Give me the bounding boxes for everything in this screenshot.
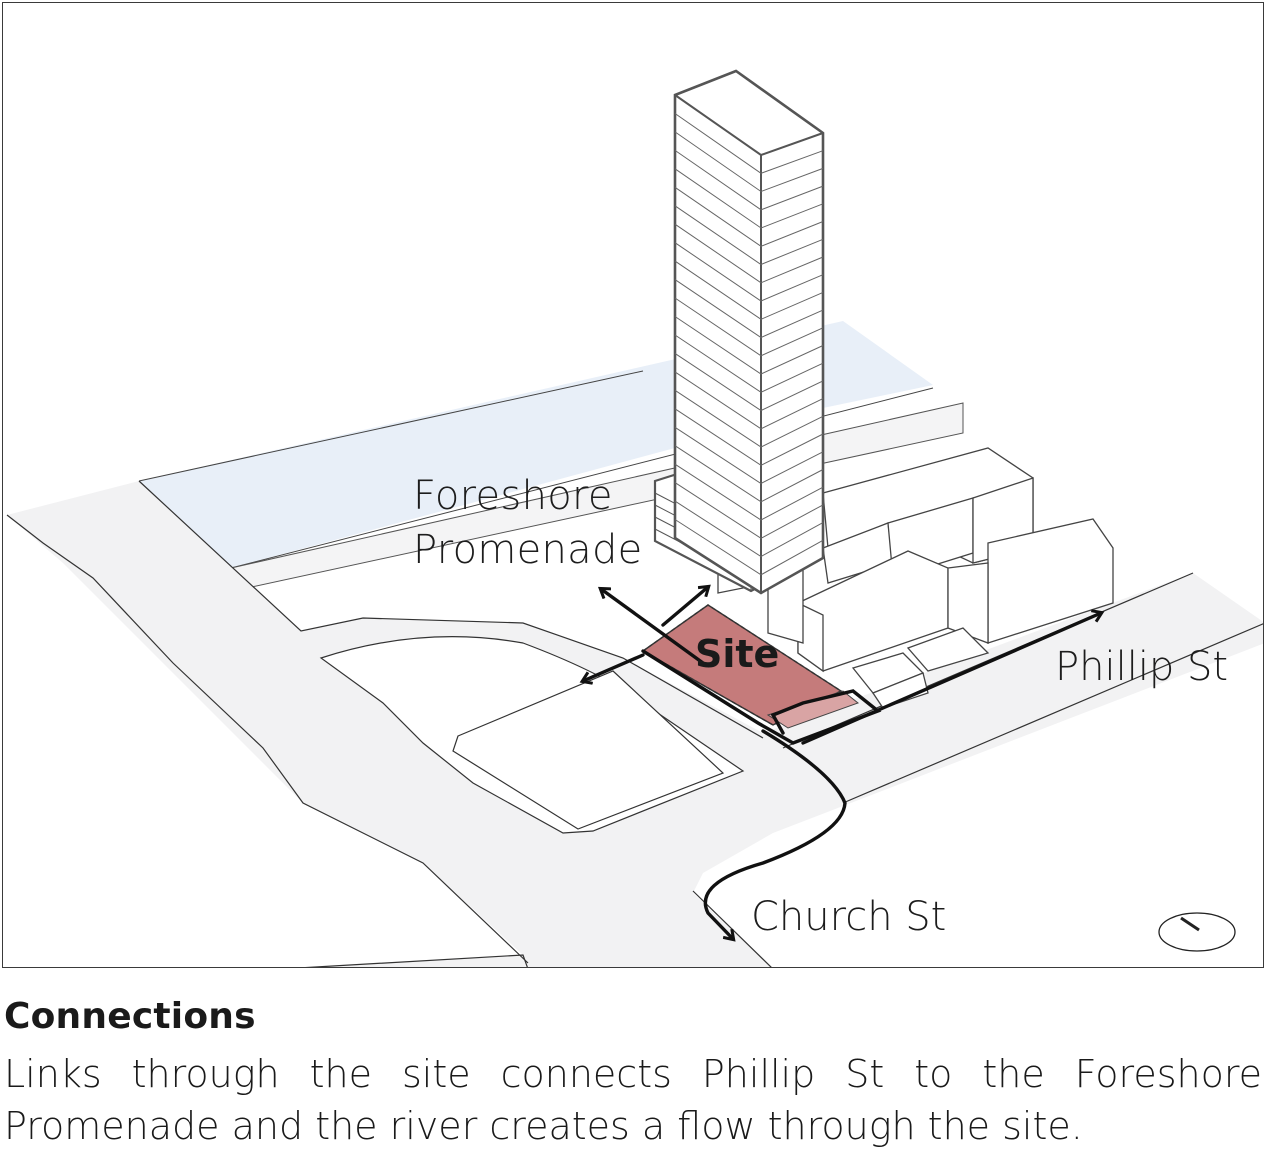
caption-title: Connections	[4, 996, 256, 1037]
tower-floor-line	[674, 260, 824, 320]
street-edge-south	[305, 954, 528, 967]
tower-floor-line	[674, 389, 824, 448]
tower-floor-line	[674, 371, 824, 430]
label-church-st: Church St	[751, 894, 947, 940]
tower-floor-line	[674, 500, 824, 558]
tower-floor-line	[674, 519, 824, 576]
tower-floor-line	[674, 297, 824, 357]
foreshore-link-arrow-2	[661, 587, 708, 627]
tower-floor-line	[674, 334, 824, 393]
phillip-link-arrow	[801, 613, 1101, 745]
label-phillip-st: Phillip St	[1055, 644, 1229, 690]
tower-floor-line	[674, 223, 824, 284]
connection-paths	[583, 587, 1101, 939]
tower-floor-line	[674, 131, 824, 193]
tower-floor-line	[674, 408, 824, 466]
tower-floor-line	[674, 316, 824, 375]
tower-floor-line	[674, 482, 824, 539]
tower-floor-line	[674, 445, 824, 503]
tower-floor-line	[674, 279, 824, 339]
north-arrow-icon	[1158, 912, 1236, 952]
tower-floor-line	[674, 205, 824, 266]
church-link-arrow	[703, 729, 847, 939]
site-loop-path	[641, 649, 882, 745]
street-edge-north	[138, 480, 764, 739]
site-boundary-dashed	[641, 604, 843, 726]
tower-floor-line	[674, 426, 824, 485]
site-diagram	[6, 69, 1263, 967]
tower-floor-line	[674, 168, 824, 229]
tower-floor-line	[674, 352, 824, 412]
label-site: Site	[695, 632, 780, 676]
street-edge-west	[6, 514, 529, 964]
label-foreshore-promenade: Foreshore Promenade	[413, 473, 643, 573]
tower-floor-line	[674, 186, 824, 247]
diagram-frame: Foreshore Promenade Site Phillip St Chur…	[2, 2, 1264, 968]
tower	[673, 69, 825, 595]
tower-floor-line	[674, 242, 824, 302]
park-link-arrow	[583, 653, 645, 681]
tower-floor-line	[674, 149, 824, 211]
caption-body: Links through the site connects Phillip …	[4, 1052, 1262, 1148]
tower-floor-line	[674, 113, 824, 174]
foreshore-link-arrow	[601, 589, 705, 665]
tower-floor-line	[674, 463, 824, 521]
